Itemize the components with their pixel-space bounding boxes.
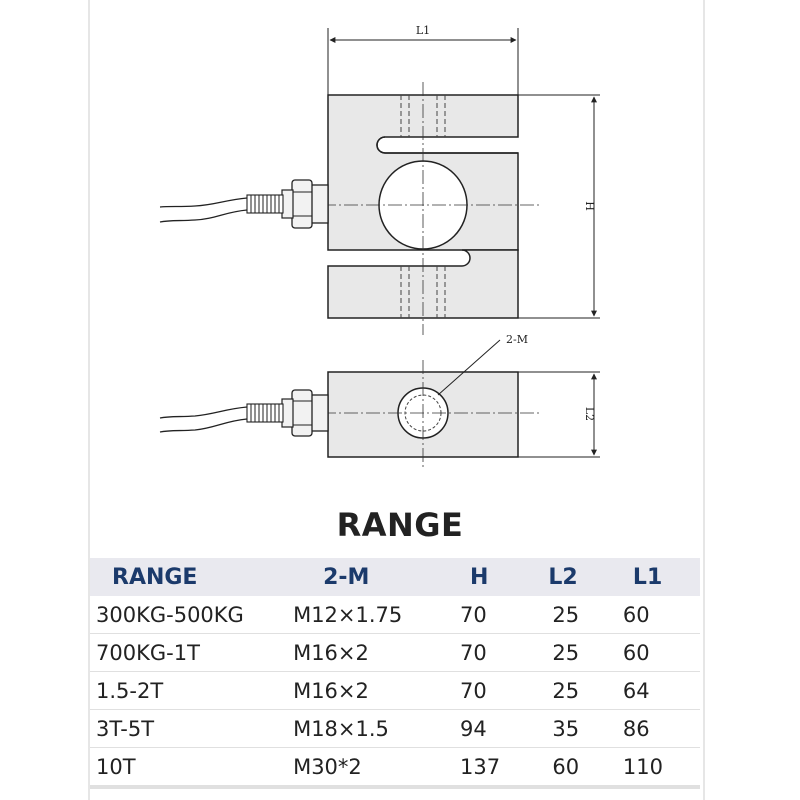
- table-cell: 1.5-2T: [90, 671, 294, 710]
- m-label: 2-M: [506, 333, 528, 346]
- table-cell: 86: [614, 709, 700, 748]
- column-header: H: [460, 558, 531, 596]
- h-label: H: [583, 201, 596, 211]
- table-cell: 94: [460, 709, 531, 748]
- table-cell: 70: [460, 596, 531, 634]
- table-row: 10T M30*2 137 60 110: [90, 747, 700, 789]
- column-header: L1: [614, 558, 700, 596]
- front-view: L1 H: [159, 24, 600, 335]
- table-cell: M16×2: [293, 633, 461, 672]
- table-cell: 70: [460, 671, 531, 710]
- table-cell: M30*2: [293, 747, 461, 789]
- column-header: L2: [530, 558, 615, 596]
- table-header-row: RANGE 2-M H L2 L1: [90, 558, 700, 596]
- cable-connector-front: [159, 179, 329, 229]
- table-row: 3T-5T M18×1.5 94 35 86: [90, 709, 700, 748]
- table-cell: 60: [614, 596, 700, 634]
- table-cell: 25: [530, 671, 615, 710]
- table-row: 700KG-1T M16×2 70 25 60: [90, 633, 700, 672]
- spec-table: RANGE 2-M H L2 L1 300KG-500KG M12×1.75 7…: [90, 558, 700, 789]
- table-cell: 3T-5T: [90, 709, 294, 748]
- technical-drawing: L1 H: [159, 24, 600, 470]
- table-cell: M12×1.75: [293, 596, 461, 634]
- table-cell: M16×2: [293, 671, 461, 710]
- h-dimension: H: [518, 94, 600, 319]
- table-cell: 25: [530, 596, 615, 634]
- l1-label: L1: [416, 24, 430, 37]
- table-cell: 25: [530, 633, 615, 672]
- l1-dimension: L1: [327, 24, 519, 95]
- table-cell: 300KG-500KG: [90, 596, 294, 634]
- column-header: RANGE: [90, 558, 294, 596]
- table-cell: 35: [530, 709, 615, 748]
- table-cell: 60: [530, 747, 615, 789]
- section-title: RANGE: [336, 506, 464, 544]
- table-cell: 137: [460, 747, 531, 789]
- table-cell: 10T: [90, 747, 294, 789]
- left-frame-line: [88, 0, 90, 800]
- column-header: 2-M: [293, 558, 461, 596]
- l2-label: L2: [583, 407, 596, 421]
- table-cell: M18×1.5: [293, 709, 461, 748]
- table-cell: 64: [614, 671, 700, 710]
- table-cell: 110: [614, 747, 700, 789]
- table-cell: 700KG-1T: [90, 633, 294, 672]
- right-frame-line: [703, 0, 705, 800]
- side-view: 2-M L2: [159, 333, 600, 470]
- l2-dimension: L2: [518, 371, 600, 458]
- table-cell: 60: [614, 633, 700, 672]
- table-row: 300KG-500KG M12×1.75 70 25 60: [90, 596, 700, 634]
- table-row: 1.5-2T M16×2 70 25 64: [90, 671, 700, 710]
- cable-connector-side: [159, 389, 329, 437]
- table-cell: 70: [460, 633, 531, 672]
